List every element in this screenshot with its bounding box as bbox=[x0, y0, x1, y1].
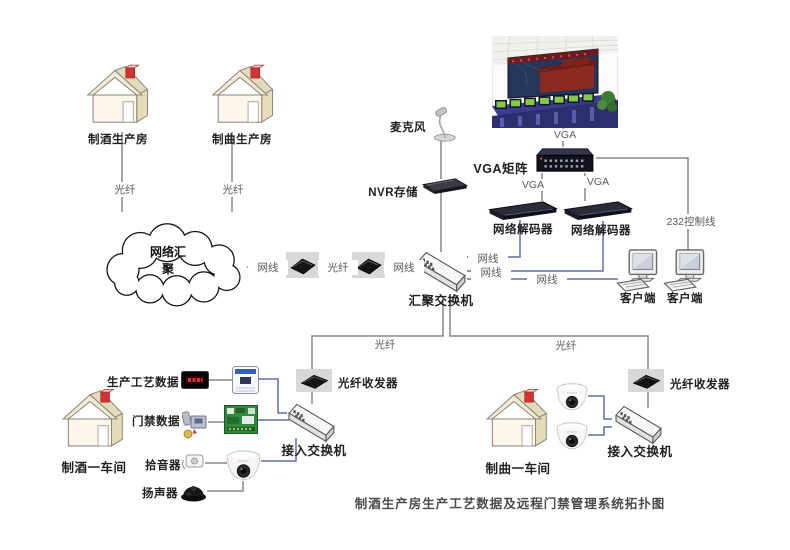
plc-converter-icon bbox=[232, 366, 259, 394]
access-switch-right-icon bbox=[610, 402, 666, 446]
edge-label-232-control: 232控制线 bbox=[651, 214, 731, 229]
network-decoder2-icon bbox=[560, 200, 636, 221]
edge-label-fiber-right: 光纤 bbox=[546, 338, 586, 353]
edge-camera-accessswitch bbox=[261, 438, 297, 462]
network-cloud-icon bbox=[95, 210, 251, 310]
fiber-transceiver1-icon bbox=[286, 252, 319, 278]
house-wine-workshop-label: 制酒一车间 bbox=[61, 461, 127, 475]
edge-label-net-cloud: 网线 bbox=[248, 260, 288, 275]
door-access-data-label: 门禁数据 bbox=[132, 416, 180, 428]
production-data-label: 生产工艺数据 bbox=[107, 377, 179, 389]
audio-pickup-icon bbox=[182, 453, 206, 471]
edge-decoder2-aggswitch bbox=[467, 221, 604, 272]
dome-camera-right2-icon bbox=[556, 421, 588, 451]
control-room-video-wall-image bbox=[492, 36, 618, 128]
network-decoder2-label: 网络解码器 bbox=[571, 225, 631, 237]
access-control-board-icon bbox=[224, 405, 258, 434]
house-wine-production-label: 制酒生产房 bbox=[88, 134, 148, 146]
network-decoder1-label: 网络解码器 bbox=[493, 224, 553, 236]
vga-matrix-label: VGA矩阵 bbox=[473, 162, 528, 176]
access-switch-left-label: 接入交换机 bbox=[281, 444, 347, 458]
speaker-icon bbox=[180, 482, 207, 502]
edge-cam2-accessswitch-right bbox=[588, 426, 612, 436]
client2-computer-icon bbox=[663, 249, 707, 292]
edge-label-fiber-house1: 光纤 bbox=[103, 182, 147, 197]
network-decoder1-icon bbox=[485, 200, 561, 221]
fiber-transceiver-right-icon bbox=[628, 369, 664, 392]
client1-computer-icon bbox=[616, 249, 660, 292]
network-cloud-label: 网络汇 聚 bbox=[149, 245, 186, 277]
edge-aggswitch-right-fiber bbox=[449, 300, 649, 371]
edge-label-net-mid: 网线 bbox=[384, 260, 424, 275]
edge-label-vga-dec2: VGA bbox=[578, 176, 618, 188]
edge-label-fiber-house2: 光纤 bbox=[211, 182, 255, 197]
edge-label-fiber-left: 光纤 bbox=[365, 337, 405, 352]
house-qu-workshop-label: 制曲一车间 bbox=[485, 462, 551, 476]
aggregation-switch-icon bbox=[412, 248, 470, 294]
microphone-label: 麦克风 bbox=[390, 122, 426, 134]
access-switch-right-label: 接入交换机 bbox=[607, 445, 673, 459]
house-qu-production-icon bbox=[210, 62, 278, 128]
nvr-storage-icon bbox=[421, 177, 469, 194]
edge-label-net-dec1: 网线 bbox=[468, 251, 508, 266]
dome-camera-right1-icon bbox=[556, 382, 588, 412]
house-qu-production-label: 制曲生产房 bbox=[212, 134, 272, 146]
access-switch-left-icon bbox=[283, 400, 339, 444]
client1-label: 客户端 bbox=[620, 293, 656, 305]
led-display-icon bbox=[181, 371, 209, 389]
house-qu-workshop-icon bbox=[482, 388, 554, 450]
edge-label-fiber-mid: 光纤 bbox=[318, 260, 358, 275]
edge-plc-accessswitch bbox=[259, 378, 287, 414]
speaker-label: 扬声器 bbox=[142, 488, 178, 500]
audio-pickup-label: 拾音器 bbox=[145, 460, 181, 472]
edge-speaker-camera bbox=[207, 481, 244, 492]
microphone-icon bbox=[428, 104, 460, 142]
diagram-caption: 制酒生产房生产工艺数据及远程门禁管理系统拓扑图 bbox=[354, 497, 666, 511]
house-wine-production-icon bbox=[85, 62, 153, 128]
edge-cam1-accessswitch-right bbox=[588, 395, 612, 420]
vga-matrix-icon bbox=[531, 146, 597, 174]
access-reader-icon bbox=[182, 409, 208, 439]
edge-label-vga-dec1: VGA bbox=[513, 179, 553, 191]
fiber-transceiver-right-label: 光纤收发器 bbox=[670, 379, 730, 391]
edge-label-vga-wall: VGA bbox=[545, 129, 585, 141]
edge-aggswitch-left-fiber bbox=[311, 300, 444, 371]
nvr-storage-label: NVR存储 bbox=[368, 187, 418, 199]
fiber-transceiver-left-icon bbox=[296, 369, 332, 392]
house-wine-workshop-icon bbox=[58, 388, 130, 450]
client2-label: 客户端 bbox=[667, 293, 703, 305]
aggregation-switch-label: 汇聚交换机 bbox=[408, 294, 474, 308]
fiber-transceiver-left-label: 光纤收发器 bbox=[338, 378, 398, 390]
edge-label-net-dec2: 网线 bbox=[471, 265, 511, 280]
dome-camera-left-icon bbox=[226, 450, 261, 481]
edge-label-net-client: 网线 bbox=[527, 272, 567, 287]
